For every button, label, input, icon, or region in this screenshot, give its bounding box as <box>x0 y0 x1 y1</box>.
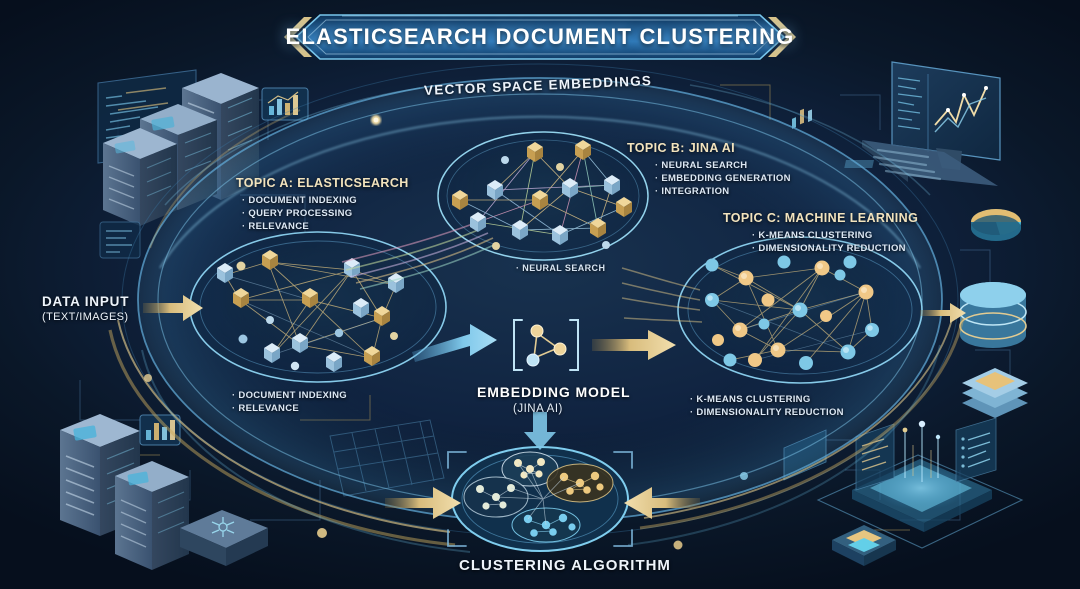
server-racks-bottom-left <box>60 414 268 570</box>
hologram-platform <box>783 108 1024 566</box>
list-panel-left <box>99 221 141 259</box>
page-title: ELASTICSEARCH DOCUMENT CLUSTERING <box>285 24 795 49</box>
cluster-b-nodes <box>452 140 632 250</box>
network-switch-icon <box>180 510 268 566</box>
embedding-model-icon <box>513 319 579 371</box>
cluster-topic-c <box>621 236 923 384</box>
arrow-embedding-down <box>524 412 556 450</box>
arrow-embedding-to-c <box>592 330 676 360</box>
server-racks-top-left <box>97 69 259 226</box>
arrow-right-to-clustering <box>624 487 700 519</box>
arrow-left-to-clustering <box>385 487 461 519</box>
database-cylinder-icon <box>959 282 1027 348</box>
bar-chart-widget-topleft <box>261 87 309 121</box>
arrow-to-database <box>920 303 966 323</box>
arrow-data-input <box>143 295 203 321</box>
arrow-a-to-embedding <box>412 324 497 362</box>
cluster-c-nodes <box>705 255 879 370</box>
status-widget-bottomright <box>832 525 896 566</box>
monitor-chart-topright <box>844 61 1022 241</box>
layers-stack-icon <box>962 368 1028 418</box>
title-banner: ELASTICSEARCH DOCUMENT CLUSTERING <box>282 13 798 61</box>
cluster-a-nodes <box>217 250 404 372</box>
cluster-topic-b <box>341 131 649 290</box>
clustering-algorithm-node <box>447 446 633 552</box>
pie-chart-icon <box>971 209 1022 241</box>
